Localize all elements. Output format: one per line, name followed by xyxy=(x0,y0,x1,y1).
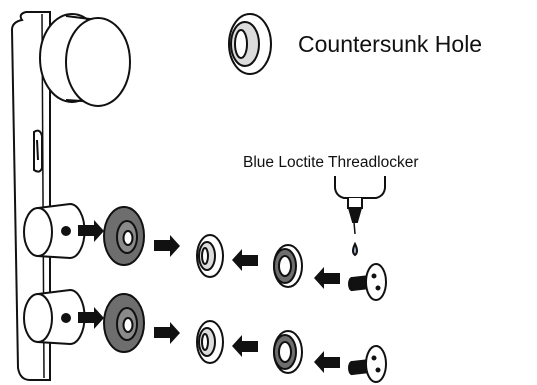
ring-icon xyxy=(273,330,303,374)
countersunk-hole-label: Countersunk Hole xyxy=(298,31,482,57)
arrow-icon xyxy=(314,351,340,373)
countersunk-insert-icon xyxy=(196,234,224,278)
threadlocker-drop xyxy=(352,241,358,257)
ring-icon xyxy=(273,244,303,288)
threadlocker-label: Blue Loctite Threadlocker xyxy=(243,154,418,171)
screw-icon xyxy=(348,345,387,383)
post-lower xyxy=(23,288,86,346)
arrow-icon xyxy=(232,249,258,271)
countersunk-hole-icon xyxy=(228,13,272,75)
arrow-icon xyxy=(232,335,258,357)
screw-icon xyxy=(348,263,387,301)
arrow-icon xyxy=(154,235,180,257)
arrow-icon xyxy=(154,322,180,344)
post-upper xyxy=(23,202,86,260)
washer-icon xyxy=(103,293,145,353)
door-knob-icon xyxy=(39,13,131,107)
threadlocker-bottle-icon xyxy=(334,176,386,257)
door-pull-plate xyxy=(10,11,51,381)
washer-icon xyxy=(103,206,145,266)
plate-slot xyxy=(33,129,43,173)
arrow-icon xyxy=(314,267,340,289)
countersunk-insert-icon xyxy=(196,320,224,364)
